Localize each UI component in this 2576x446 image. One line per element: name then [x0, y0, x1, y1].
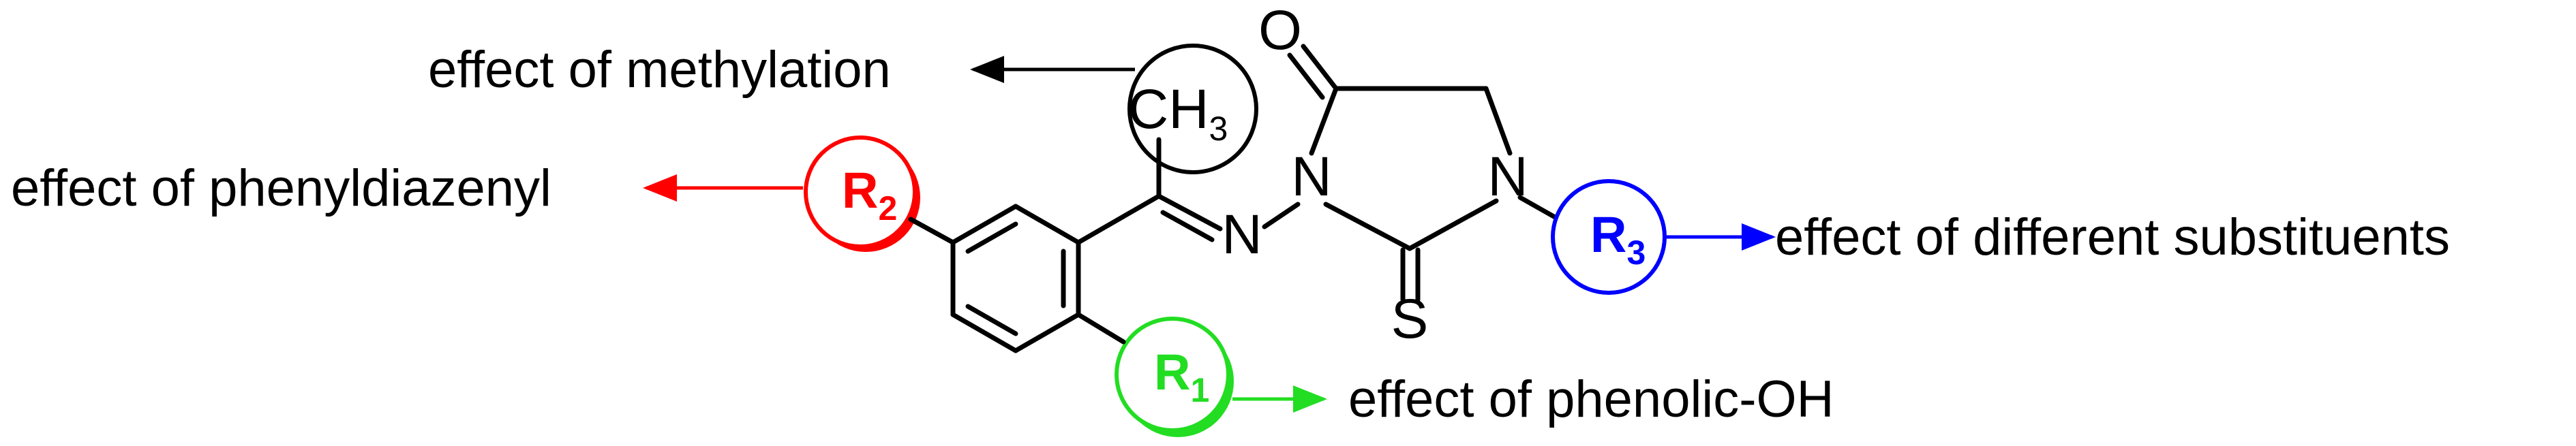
- r2-label: R2: [842, 162, 897, 227]
- r2-circle: [804, 136, 917, 249]
- benzene-ring: [950, 204, 1081, 353]
- annotation-substituents: effect of different substituents: [1775, 208, 2450, 266]
- sulfur-atom: S: [1391, 288, 1429, 350]
- oxygen-atom: O: [1258, 0, 1302, 61]
- methyl-group: CH3: [1128, 78, 1228, 148]
- r1-bond: [1076, 312, 1126, 345]
- ring-nitrogen-3: N: [1487, 146, 1528, 208]
- r2-bond: [908, 217, 956, 245]
- annotation-phenyldiazenyl: effect of phenyldiazenyl: [11, 159, 551, 217]
- r1-label: R1: [1154, 344, 1209, 409]
- annotation-methylation: effect of methylation: [428, 41, 891, 99]
- ring-nitrogen-1: N: [1291, 146, 1331, 208]
- r3-circle: [1551, 179, 1667, 295]
- annotation-phenolic: effect of phenolic-OH: [1348, 370, 1834, 428]
- methyl-highlight-circle: [1127, 44, 1258, 174]
- r1-circle: [1115, 317, 1230, 432]
- side-chain-bonds: [1076, 137, 1301, 245]
- imine-nitrogen: N: [1222, 204, 1262, 266]
- r3-label: R3: [1590, 206, 1646, 272]
- imidazolidine-ring: [1287, 44, 1559, 302]
